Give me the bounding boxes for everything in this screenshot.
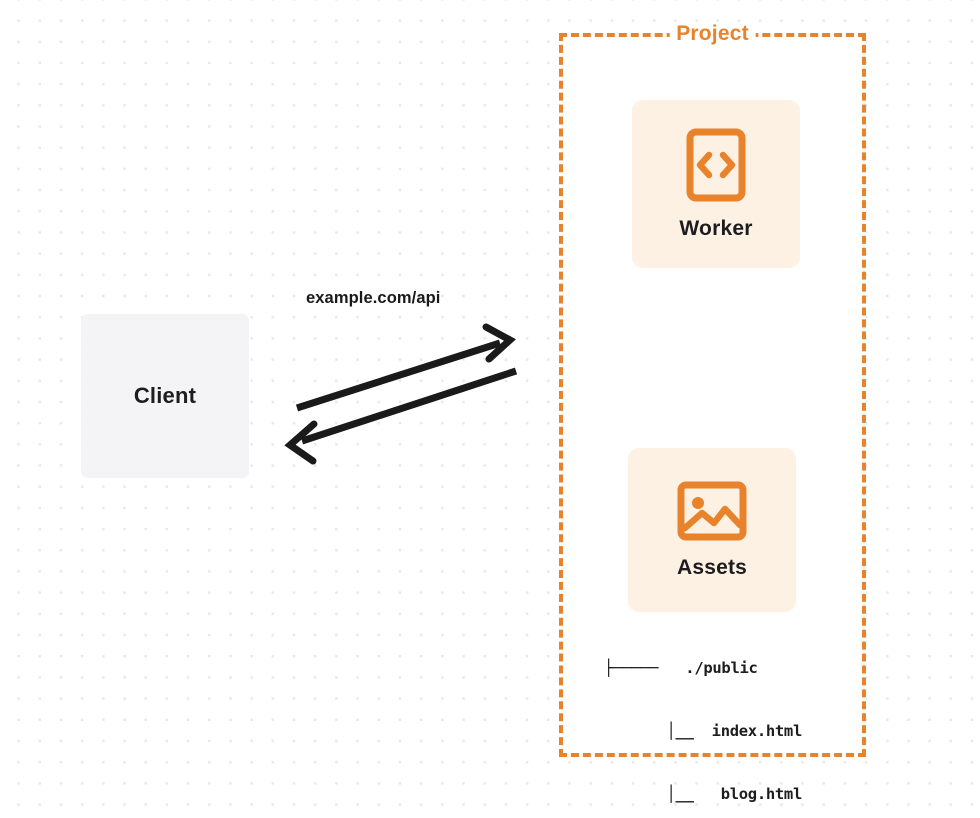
response-arrow [284, 367, 518, 465]
assets-file-tree: ├───── ./public │__ index.html │__ blog.… [604, 616, 802, 818]
file-tree-row: ├───── ./public [604, 659, 758, 677]
worker-node-label: Worker [679, 217, 753, 240]
assets-node-label: Assets [676, 556, 748, 579]
client-node: Client [81, 314, 249, 478]
worker-node: Worker [632, 100, 800, 268]
connection-label: example.com/api [306, 289, 441, 307]
client-node-label: Client [133, 383, 197, 408]
file-tree-row: │__ blog.html [612, 785, 803, 803]
request-arrow [295, 323, 517, 412]
assets-node: Assets [628, 448, 796, 612]
image-icon [677, 481, 747, 541]
file-tree-row: │__ index.html [612, 722, 803, 740]
project-title: Project [669, 22, 756, 46]
code-brackets-icon [686, 128, 746, 202]
